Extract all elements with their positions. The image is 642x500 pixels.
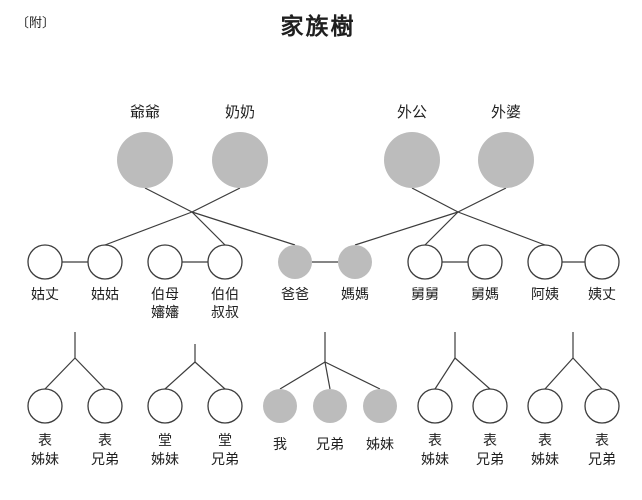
paternal-cousin-sisters-label-line2: 姊妹 [31,451,59,467]
connector-line [424,211,459,246]
paternal-aunt-husband-node [27,244,63,280]
maternal-uncle-wife-label: 舅媽 [471,286,499,302]
paternal-aunt-husband-label: 姑丈 [31,286,59,302]
sisters-label: 姊妹 [366,436,394,452]
maternal-aunt-label: 阿姨 [531,286,559,302]
mother-label: 媽媽 [341,286,369,302]
tang-cousin-brothers-label-line1: 堂 [218,432,232,448]
maternal-aunt-husband-node [584,244,620,280]
paternal-uncle-wife-node [147,244,183,280]
connector-line [457,211,546,246]
tang-cousin-sisters-label-line1: 堂 [158,432,172,448]
connector-line [104,211,193,246]
maternal-aunt-node [527,244,563,280]
corner-note: 〔附〕 [16,15,55,30]
connector-line [279,361,326,390]
maternal-uncle-label: 舅舅 [411,286,439,302]
connector-line [74,357,106,390]
connector-line [191,211,226,246]
maternal-cousin-sisters-label-1-line2: 姊妹 [421,451,449,467]
paternal-grandmother-node [212,132,268,188]
tang-cousin-brothers-node [207,388,243,424]
connector-line [144,187,193,213]
page-title: 家族樹 [281,13,356,39]
paternal-grandfather-node [117,132,173,188]
connector-lines-bottom [44,332,603,390]
connector-line [324,361,331,390]
brothers-node [313,389,347,423]
tang-cousin-sisters-node [147,388,183,424]
connector-line [411,187,459,213]
connector-line [544,357,574,390]
connector-line [164,361,196,390]
connector-line [354,211,459,246]
maternal-cousin-sisters-node-1 [417,388,453,424]
connector-line [434,357,456,390]
paternal-uncle-label-line1: 伯伯 [211,286,239,302]
maternal-cousin-sisters-label-1-line1: 表 [428,432,442,448]
connector-line [457,187,507,213]
maternal-cousin-brothers-node-2 [584,388,620,424]
connector-line [324,361,381,390]
connector-line [191,187,241,213]
maternal-cousin-brothers-node-1 [472,388,508,424]
maternal-cousin-sisters-label-2-line1: 表 [538,432,552,448]
paternal-uncle-wife-label-line2: 嬸嬸 [151,304,179,320]
maternal-cousin-brothers-label-1-line1: 表 [483,432,497,448]
connector-line [194,361,226,390]
paternal-grandmother-label: 奶奶 [225,104,255,121]
maternal-cousin-sisters-node-2 [527,388,563,424]
paternal-uncle-node [207,244,243,280]
maternal-cousin-brothers-label-1-line2: 兄弟 [476,451,504,467]
maternal-grandmother-label: 外婆 [491,104,521,121]
connector-line [454,357,491,390]
paternal-grandfather-label: 爺爺 [130,104,160,121]
maternal-aunt-husband-label: 姨丈 [588,286,616,302]
connector-line [191,211,296,246]
self-node [263,389,297,423]
paternal-cousin-brothers-label-line1: 表 [98,432,112,448]
tang-cousin-sisters-label-line2: 姊妹 [151,451,179,467]
father-node [278,245,312,279]
maternal-cousin-sisters-label-2-line2: 姊妹 [531,451,559,467]
paternal-cousin-sisters-node [27,388,63,424]
maternal-cousin-brothers-label-2-line1: 表 [595,432,609,448]
connector-line [44,357,76,390]
sisters-node [363,389,397,423]
maternal-uncle-node [407,244,443,280]
brothers-label: 兄弟 [316,436,344,452]
father-label: 爸爸 [281,286,309,302]
paternal-aunt-label: 姑姑 [91,286,119,302]
maternal-grandfather-node [384,132,440,188]
paternal-cousin-brothers-node [87,388,123,424]
paternal-uncle-wife-label-line1: 伯母 [151,286,179,302]
tang-cousin-brothers-label-line2: 兄弟 [211,451,239,467]
paternal-cousin-sisters-label-line1: 表 [38,432,52,448]
paternal-aunt-node [87,244,123,280]
connector-lines-top [104,187,546,246]
maternal-grandmother-node [478,132,534,188]
self-label: 我 [273,436,287,452]
mother-node [338,245,372,279]
maternal-uncle-wife-node [467,244,503,280]
connector-line [572,357,603,390]
paternal-uncle-label-line2: 叔叔 [211,304,239,320]
maternal-cousin-brothers-label-2-line2: 兄弟 [588,451,616,467]
maternal-grandfather-label: 外公 [397,104,427,121]
paternal-cousin-brothers-label-line2: 兄弟 [91,451,119,467]
